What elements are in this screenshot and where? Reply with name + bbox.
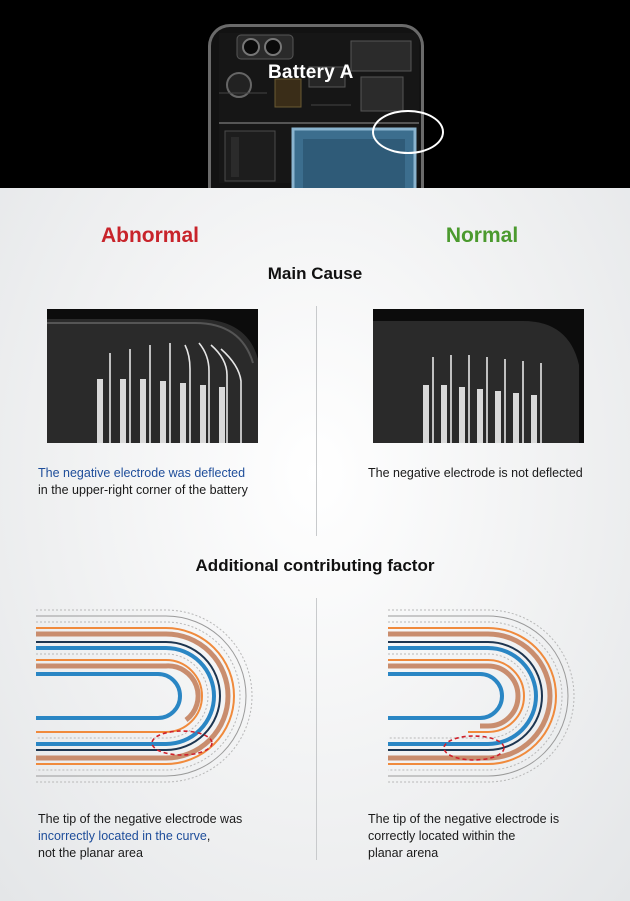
normal-additional-line2: correctly located within the	[368, 829, 516, 843]
abnormal-tip-marker	[151, 730, 213, 756]
main-cause-title: Main Cause	[267, 264, 363, 283]
abnormal-main-caption-highlight: The negative electrode was deflected	[38, 466, 246, 480]
main-cause-divider	[316, 306, 317, 536]
battery-a-label: Battery A	[268, 62, 354, 83]
straight-electrodes-illustration	[373, 321, 579, 443]
abnormal-main-caption: The negative electrode was deflected in …	[38, 465, 298, 499]
abnormal-additional-highlight: incorrectly located in the curve	[38, 829, 207, 843]
normal-main-caption-text: The negative electrode is not deflected	[368, 466, 583, 480]
corner-callout-ellipse	[372, 110, 444, 154]
abnormal-additional-caption: The tip of the negative electrode was in…	[38, 811, 308, 862]
normal-main-caption: The negative electrode is not deflected	[368, 465, 618, 482]
abnormal-main-caption-rest: in the upper-right corner of the battery	[38, 483, 248, 497]
abnormal-heading: Abnormal	[100, 224, 199, 247]
abnormal-additional-line3: not the planar area	[38, 846, 143, 860]
normal-heading: Normal	[445, 224, 519, 247]
normal-additional-caption: The tip of the negative electrode is cor…	[368, 811, 618, 862]
normal-additional-line1: The tip of the negative electrode is	[368, 812, 560, 826]
normal-electrode-photo	[373, 309, 584, 443]
normal-winding-diagram	[388, 609, 575, 783]
phone-internals-illustration	[219, 33, 419, 188]
phone-teardown-image	[208, 24, 424, 188]
abnormal-additional-line1: The tip of the negative electrode was	[38, 812, 243, 826]
additional-factor-divider	[316, 598, 317, 860]
abnormal-additional-comma: ,	[206, 829, 211, 843]
comparison-panel	[0, 188, 630, 901]
normal-tip-marker	[443, 735, 505, 761]
normal-additional-line3: planar arena	[368, 846, 439, 860]
abnormal-electrode-photo	[47, 309, 258, 443]
deflected-electrodes-illustration	[47, 319, 258, 443]
abnormal-winding-diagram	[36, 609, 253, 783]
additional-factor-title: Additional contributing factor	[195, 556, 435, 575]
